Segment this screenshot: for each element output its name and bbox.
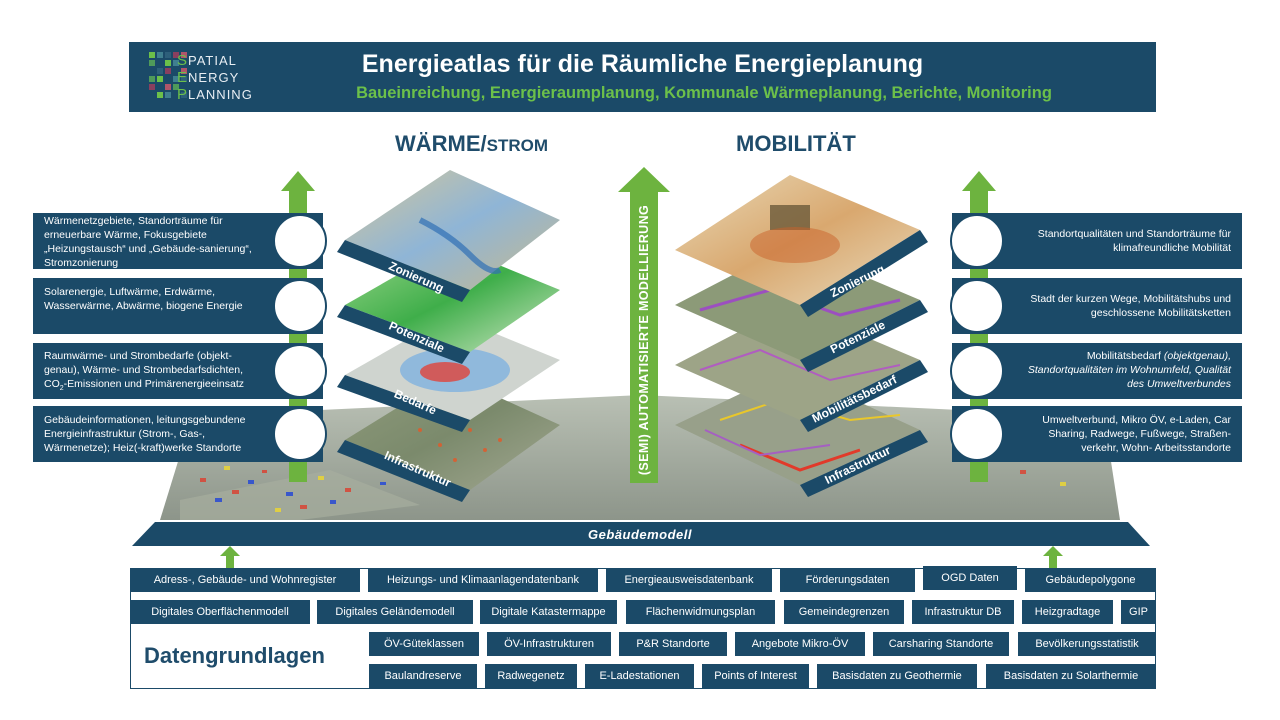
data-chip: Gebäudepolygone [1025,568,1156,592]
logo-pixel [149,52,155,58]
data-up-arrow-left-icon [220,546,240,568]
right-box-text: Umweltverbund, Mikro ÖV, e-Laden, Car Sh… [1042,414,1231,454]
data-chip: P&R Standorte [619,632,727,656]
center-up-arrow-shaft [630,191,658,483]
logo-pixel [165,52,171,58]
data-chip: Digitale Katastermappe [480,600,617,624]
logo-pixel [149,60,155,66]
data-chip: Points of Interest [702,664,809,688]
data-chip: Förderungsdaten [780,568,915,592]
data-section-title: Datengrundlagen [144,643,325,668]
left-box-infrastruktur: Gebäudeinformationen, leitungsgebundene … [33,406,327,462]
circle-icon [273,407,327,461]
circle-icon [950,344,1004,398]
right-layer-stack [675,175,928,497]
platform-band [132,522,1150,546]
circle-icon [273,214,327,268]
right-up-arrow-head-icon [962,171,996,191]
data-chip: Basisdaten zu Solarthermie [986,664,1156,688]
logo-pixel [173,76,179,82]
right-box-text: Stadt der kurzen Wege, Mobilitätshubs un… [1030,293,1231,319]
data-up-arrow-right-icon [1043,546,1063,568]
logo-word-energy: ENERGY [177,69,240,86]
circle-icon [950,214,1004,268]
logo-pixel [165,92,171,98]
data-chip: Heizungs- und Klimaanlagendatenbank [368,568,598,592]
logo-word-planning: PLANNING [177,86,253,103]
logo-grid-icon [149,52,189,100]
data-chip: ÖV-Infrastrukturen [487,632,611,656]
logo-pixel [181,92,187,98]
logo-pixel [181,52,187,58]
logo-pixel [149,84,155,90]
data-chip: Infrastruktur DB [912,600,1014,624]
data-chip: GIP [1121,600,1156,624]
right-box-zonierung: Standortqualitäten und Standorträume für… [950,213,1242,269]
circle-icon [273,344,327,398]
right-box-mobilitaetsbedarf: Mobilitätsbedarf (objektgenau), Standort… [950,343,1242,399]
logo-pixel [173,60,179,66]
left-box-text: Wärmenetzgebiete, Standorträume für erne… [44,215,252,269]
right-box-text: Mobilitätsbedarf (objektgenau), Standort… [1027,350,1231,390]
data-chip: OGD Daten [923,566,1017,590]
logo-pixel [173,84,179,90]
data-chip: Heizgradtage [1022,600,1113,624]
data-chip: ÖV-Güteklassen [369,632,479,656]
left-layer-stack [337,170,560,502]
data-chip: Flächenwidmungsplan [626,600,775,624]
logo-pixel [157,52,163,58]
section-title-mobilitaet: MOBILITÄT [736,131,856,156]
logo-pixel [149,76,155,82]
logo-pixel [165,84,171,90]
left-box-bedarfe: Raumwärme- und Strombedarfe (objekt-gena… [33,343,327,399]
logo-pixel [173,52,179,58]
data-chip: Energieausweisdatenbank [606,568,772,592]
logo-pixel [165,60,171,66]
data-chip: Baulandreserve [369,664,477,688]
header-banner: SPATIAL ENERGY PLANNING Energieatlas für… [129,42,1156,112]
data-chip: Bevölkerungsstatistik [1018,632,1156,656]
data-chip: Basisdaten zu Geothermie [817,664,977,688]
platform-label: Gebäudemodell [587,527,693,542]
right-box-text: Standortqualitäten und Standorträume für… [1037,228,1231,254]
logo-pixel [157,68,163,74]
data-chip: Adress-, Gebäude- und Wohnregister [130,568,360,592]
data-chip: Angebote Mikro-ÖV [735,632,865,656]
data-chip: Carsharing Standorte [873,632,1009,656]
logo-pixel [165,68,171,74]
circle-icon [273,279,327,333]
logo-word-spatial: SPATIAL [177,52,237,69]
left-box-potenziale: Solarenergie, Luftwärme, Erdwärme, Wasse… [33,278,327,334]
right-box-infrastruktur: Umweltverbund, Mikro ÖV, e-Laden, Car Sh… [950,406,1242,462]
data-chip: Digitales Oberflächenmodell [130,600,310,624]
page-subtitle: Baueinreichung, Energieraumplanung, Komm… [356,84,1052,102]
data-chip: E-Ladestationen [585,664,694,688]
logo-pixel [181,76,187,82]
left-box-text: Gebäudeinformationen, leitungsgebundene … [44,414,246,454]
circle-icon [950,407,1004,461]
data-chip: Radwegenetz [485,664,577,688]
section-title-waerme: WÄRME/STROM [395,131,549,156]
left-up-arrow-head-icon [281,171,315,191]
right-box-potenziale: Stadt der kurzen Wege, Mobilitätshubs un… [950,278,1242,334]
data-chip: Gemeindegrenzen [784,600,904,624]
data-chip: Digitales Geländemodell [317,600,473,624]
left-box-text: Solarenergie, Luftwärme, Erdwärme, Wasse… [44,286,243,312]
logo-pixel [157,92,163,98]
logo-pixel [181,68,187,74]
left-box-zonierung: Wärmenetzgebiete, Standorträume für erne… [33,213,327,269]
page-title: Energieatlas für die Räumliche Energiepl… [361,50,924,78]
center-up-arrow-head-icon [618,167,670,192]
left-box-text: Raumwärme- und Strombedarfe (objekt-gena… [44,350,244,393]
logo-pixel [157,76,163,82]
circle-icon [950,279,1004,333]
